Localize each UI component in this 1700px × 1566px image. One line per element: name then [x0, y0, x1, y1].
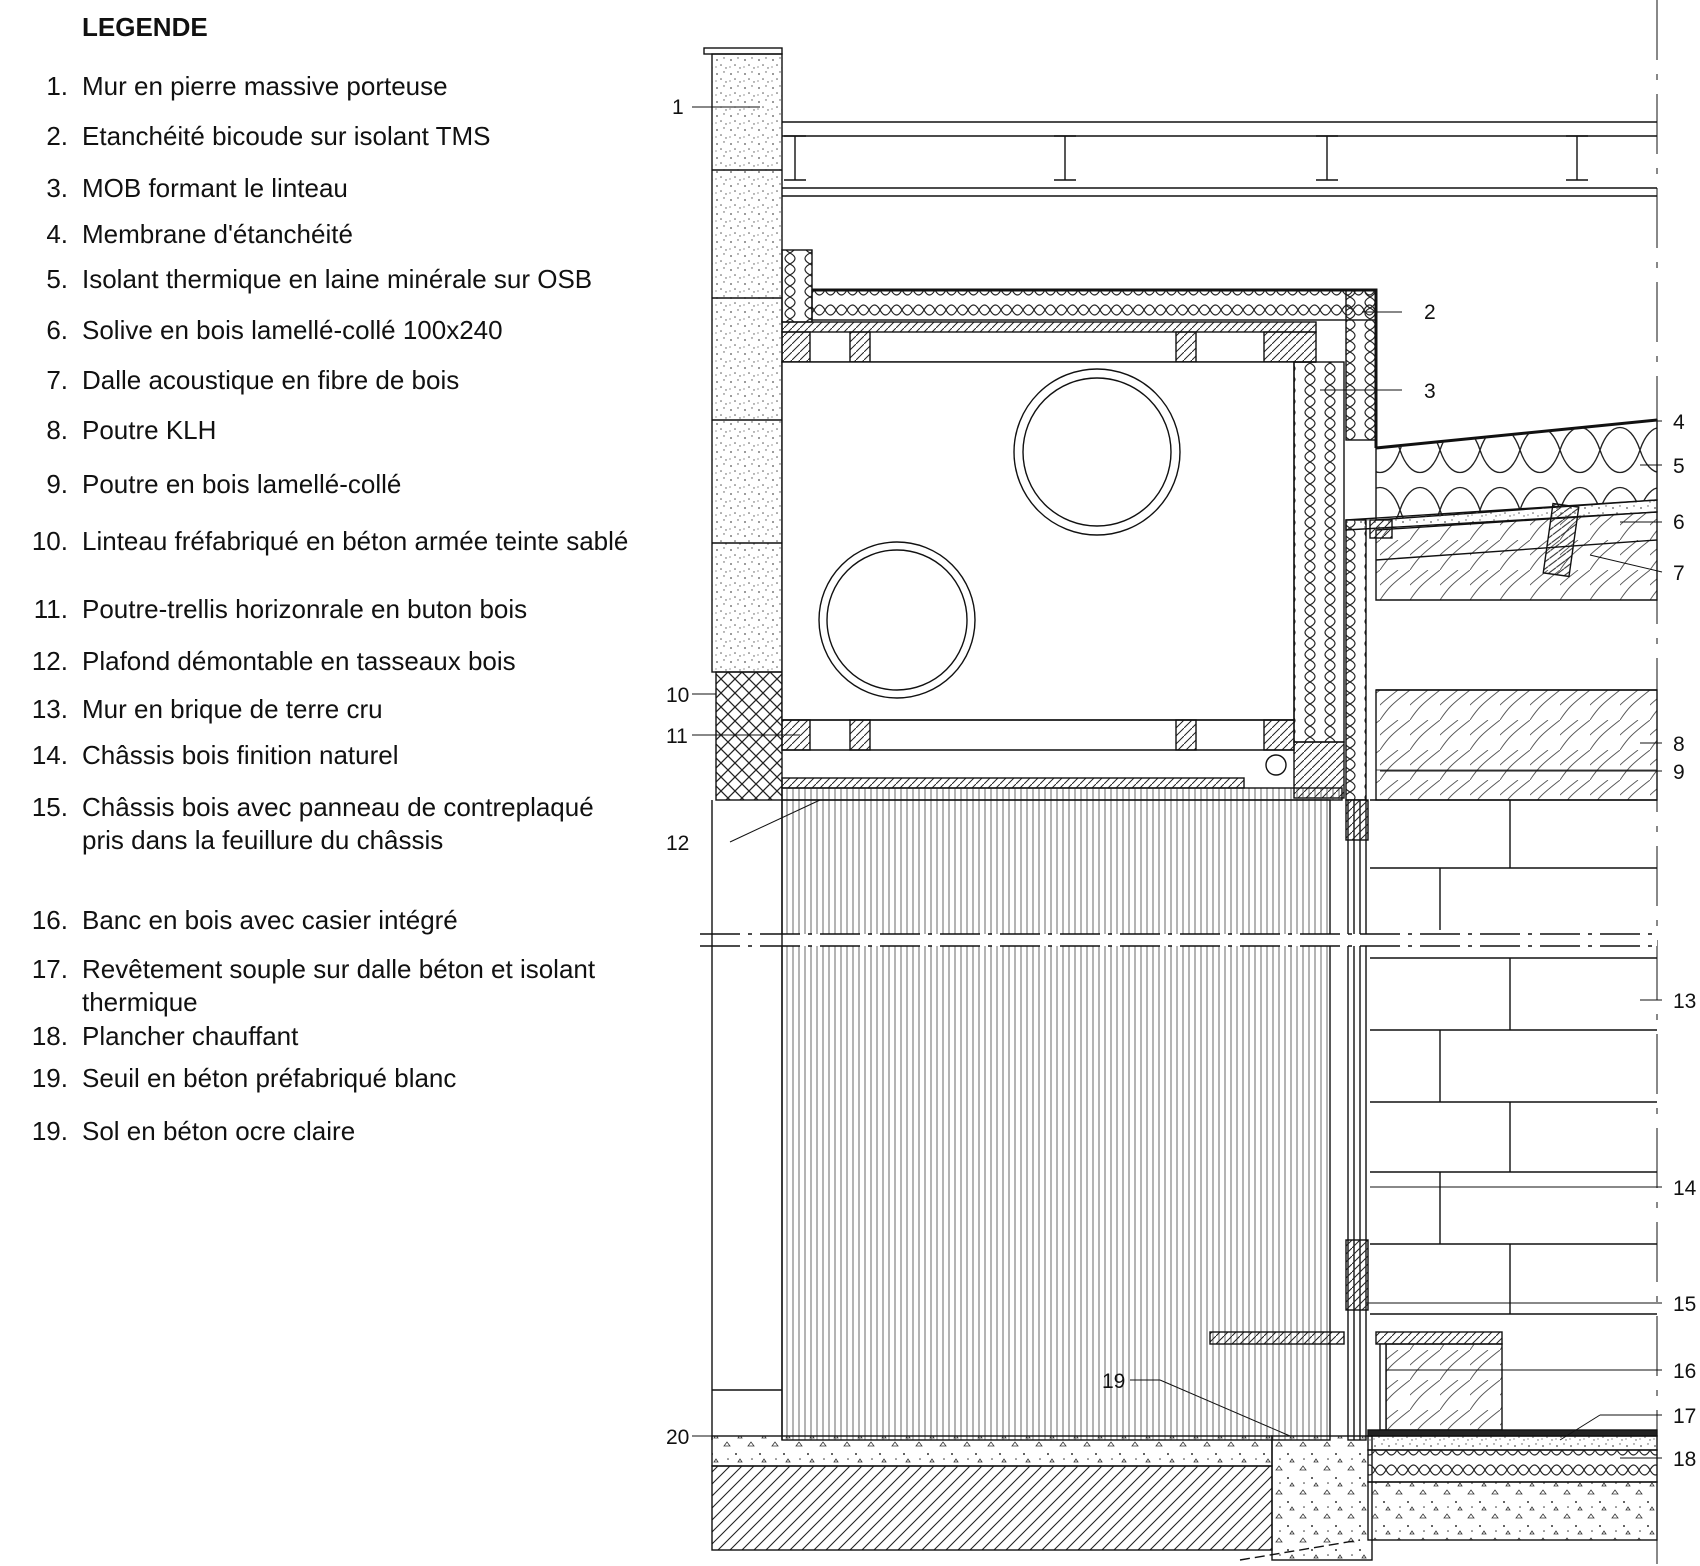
ground-slab [711, 1465, 1273, 1551]
callout-16: 16 [1673, 1360, 1696, 1383]
legend-item-number: 6. [46, 315, 68, 345]
callout-labels: 1 2 3 4 5 6 7 8 9 10 11 12 13 14 15 16 1… [666, 96, 1697, 1471]
callout-1: 1 [672, 96, 684, 119]
legend-item-number: 5. [46, 264, 68, 294]
legend-item-text: Poutre-trellis horizonrale en buton bois [82, 594, 528, 624]
legend-item-text: Châssis bois finition naturel [82, 740, 399, 770]
callout-2: 2 [1424, 301, 1436, 324]
legend-item-text: Châssis bois avec panneau de contreplaqu… [82, 792, 594, 855]
legend-item-number: 10. [31, 526, 68, 556]
legend-item-number: 2. [46, 121, 68, 151]
klh-beam [1375, 689, 1658, 801]
legend-item-text: Mur en brique de terre cru [82, 694, 383, 724]
legend-item-number: 8. [46, 415, 68, 445]
legend-item-text: Mur en pierre massive porteuse [82, 71, 448, 101]
callout-5: 5 [1673, 455, 1685, 478]
callout-15: 15 [1673, 1293, 1696, 1316]
legend-title: LEGENDE [82, 12, 208, 42]
legend-item-text: Poutre en bois lamellé-collé [82, 469, 402, 499]
threshold [1271, 1435, 1373, 1561]
callout-18: 18 [1673, 1448, 1696, 1471]
legend-item-number: 7. [46, 365, 68, 395]
floor-heating [1367, 1449, 1658, 1483]
legend-item-text: Dalle acoustique en fibre de bois [82, 365, 460, 395]
steel-beams [784, 135, 1588, 181]
callout-6: 6 [1673, 511, 1685, 534]
legend-item-number: 13. [31, 694, 68, 724]
callout-20: 20 [666, 1426, 689, 1449]
legend-item-number: 19. [31, 1116, 68, 1146]
legend-item-text: MOB formant le linteau [82, 173, 348, 203]
bench [1385, 1343, 1503, 1431]
callout-10: 10 [666, 684, 689, 707]
callout-11: 11 [666, 725, 688, 748]
legend-item-number: 9. [46, 469, 68, 499]
legend-item-text: Solive en bois lamellé-collé 100x240 [82, 315, 503, 345]
mob-wall [1293, 361, 1345, 743]
legend-item-number: 12. [31, 646, 68, 676]
legend-item-text: Poutre KLH [82, 415, 217, 445]
legend-item-number: 3. [46, 173, 68, 203]
callout-8: 8 [1673, 733, 1685, 756]
roof-insulation [811, 289, 1377, 321]
legend-item-text: Isolant thermique en laine minérale sur … [82, 264, 593, 294]
legend-item-text: Banc en bois avec casier intégré [82, 905, 458, 935]
legend-item-text: Revêtement souple sur dalle béton et iso… [82, 954, 596, 1017]
legend-item-number: 11. [33, 594, 68, 624]
legend-item-text: Etanchéité bicoude sur isolant TMS [82, 121, 491, 151]
legend-item-text: Plafond démontable en tasseaux bois [82, 646, 516, 676]
callout-17: 17 [1673, 1405, 1696, 1428]
legend-item-text: Membrane d'étanchéité [82, 219, 353, 249]
callout-13: 13 [1673, 990, 1696, 1013]
legend-item-number: 15. [31, 792, 68, 822]
legend-item-number: 18. [31, 1021, 68, 1051]
legend-item-number: 17. [31, 954, 68, 984]
callout-19: 19 [1102, 1370, 1125, 1393]
precast-lintel [715, 671, 783, 801]
earth-brick-wall [1370, 799, 1657, 1315]
stone-wall [711, 53, 783, 673]
callout-7: 7 [1673, 562, 1685, 585]
legend-item-text: Linteau fréfabriqué en béton armée teint… [82, 526, 629, 556]
legend-item-text: Sol en béton ocre claire [82, 1116, 356, 1146]
legend-item-number: 1. [46, 71, 68, 101]
legend-item-text: Seuil en béton préfabriqué blanc [82, 1063, 457, 1093]
legend-item-text: Plancher chauffant [82, 1021, 299, 1051]
legend-item-number: 16. [31, 905, 68, 935]
callout-4: 4 [1673, 411, 1685, 434]
legend-item-number: 4. [46, 219, 68, 249]
callout-14: 14 [1673, 1177, 1697, 1200]
callout-3: 3 [1424, 380, 1436, 403]
legend: LEGENDE 1. Mur en pierre massive porteuse… [0, 0, 650, 1200]
callout-9: 9 [1673, 761, 1685, 784]
legend-item-number: 14. [31, 740, 68, 770]
callout-12: 12 [666, 832, 689, 855]
legend-item-number: 19. [31, 1063, 68, 1093]
